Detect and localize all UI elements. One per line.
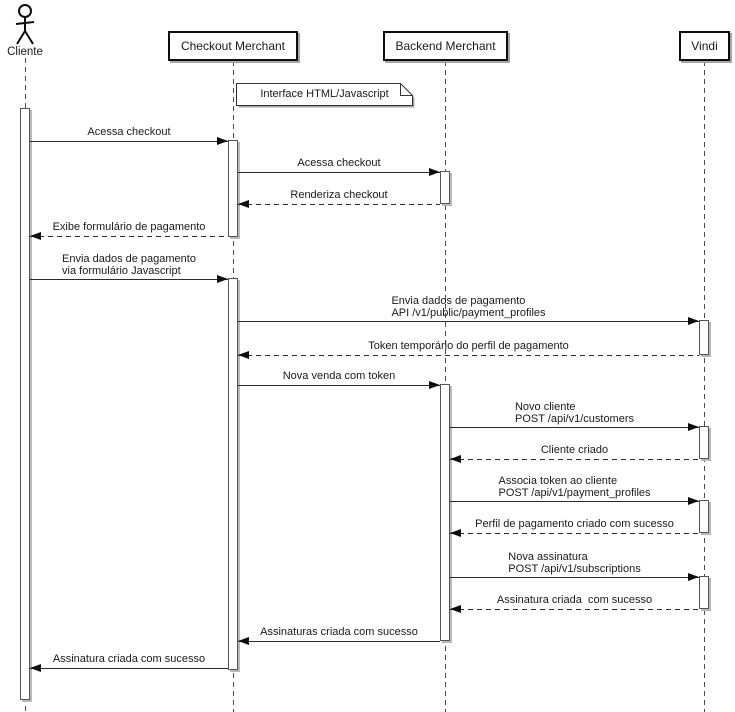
arrowhead-icon [450,529,461,537]
message-line [450,533,699,534]
arrowhead-icon [429,381,440,389]
message-label: Acessa checkout [87,126,171,138]
message-label: Envia dados de pagamento [62,253,196,265]
message-line [238,172,440,173]
note-shape [236,83,415,108]
arrowhead-icon [688,423,699,431]
note-label: Interface HTML/Javascript [260,88,389,100]
participant-checkout-merchant: Checkout Merchant [168,31,298,61]
activation-bar-backend-2 [440,384,450,641]
activation-bar-vindi-4 [699,576,709,609]
message-label: Cliente criado [540,444,609,456]
message-label: via formulário Javascript [62,265,181,277]
arrowhead-icon [238,637,249,645]
arrowhead-icon [688,317,699,325]
message-line [30,279,228,280]
message-label: Associa token ao cliente [498,475,618,487]
arrowhead-icon [450,605,461,613]
message-label: API /v1/public/payment_profiles [391,307,546,319]
activation-bar-backend-1 [440,171,450,204]
arrowhead-icon [30,232,41,240]
participant-checkout-merchant-label: Checkout Merchant [180,39,286,53]
arrowhead-icon [217,275,228,283]
arrowhead-icon [688,573,699,581]
message-line [30,236,228,237]
message-label: Renderiza checkout [290,189,388,201]
activation-bar-vindi-2 [699,426,709,459]
message-line [450,459,699,460]
arrowhead-icon [238,200,249,208]
activation-bar-checkout-1 [228,140,238,237]
message-line [238,641,440,642]
arrowhead-icon [450,455,461,463]
arrowhead-icon [429,168,440,176]
message-label: Assinatura criada com sucesso [52,653,206,665]
message-label: POST /api/v1/customers [514,413,635,425]
message-label: Nova assinatura [508,551,588,563]
participant-vindi-label: Vindi [691,39,718,53]
lifeline-vindi [704,61,705,712]
message-line [238,385,440,386]
participant-backend-merchant-label: Backend Merchant [395,39,496,53]
message-label: Assinatura criada com sucesso [496,594,653,606]
message-line [450,577,699,578]
message-line [238,321,699,322]
activation-bar-checkout-2 [228,278,238,670]
message-line [30,668,228,669]
participant-vindi: Vindi [679,31,730,61]
message-line [450,427,699,428]
message-label: Acessa checkout [297,157,381,169]
arrowhead-icon [238,351,249,359]
message-label: Assinaturas criada com sucesso [260,626,418,638]
message-label: Novo cliente [514,401,576,413]
message-line [450,609,699,610]
message-label: Nova venda com token [282,370,396,382]
message-line [450,501,699,502]
message-label: POST /api/v1/subscriptions [508,563,641,575]
actor-icon [15,4,35,45]
activation-bar-vindi-1 [699,320,709,355]
participant-cliente-label: Cliente [7,46,43,58]
arrowhead-icon [217,137,228,145]
message-line [30,141,228,142]
message-label: Perfil de pagamento criado com sucesso [475,518,674,530]
message-label: Envia dados de pagamento [391,295,526,307]
message-label: POST /api/v1/payment_profiles [498,487,651,499]
activation-bar-vindi-3 [699,500,709,533]
message-line [238,204,440,205]
message-line [238,355,699,356]
arrowhead-icon [30,664,41,672]
message-label: Token temporário do perfil de pagamento [368,340,569,352]
message-label: Exibe formulário de pagamento [52,221,206,233]
activation-bar-cliente [20,108,30,700]
arrowhead-icon [688,497,699,505]
participant-backend-merchant: Backend Merchant [383,31,508,61]
